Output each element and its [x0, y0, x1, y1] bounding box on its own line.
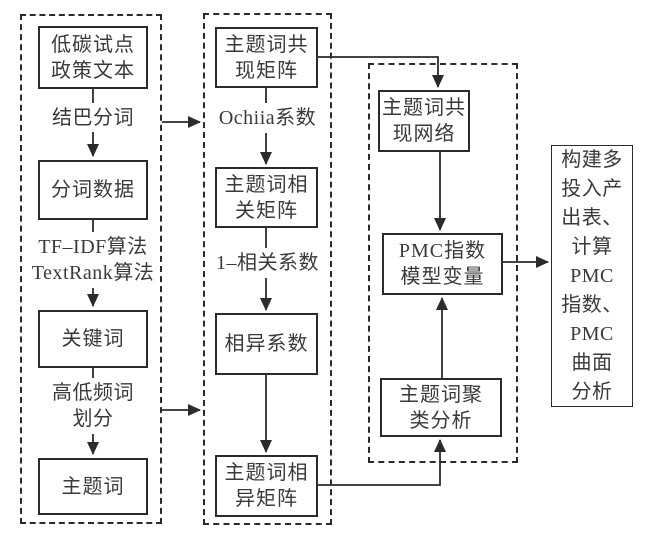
- box-keywords: 关键词: [38, 310, 148, 368]
- box-correlation-matrix: 主题词相 关矩阵: [215, 167, 318, 228]
- arrow-cooccurmatrix-to-network: [318, 56, 444, 88]
- group-text-processing: [20, 14, 162, 524]
- label-ochiia-coefficient: Ochiia系数: [218, 107, 317, 129]
- box-topic-words: 主题词: [38, 458, 148, 515]
- box-segmented-data: 分词数据: [38, 160, 148, 220]
- box-cooccurrence-matrix: 主题词共 现矩阵: [215, 27, 318, 88]
- box-cooccurrence-network: 主题词共 现网络: [378, 90, 470, 152]
- box-dissimilarity-coefficient: 相异系数: [215, 313, 318, 375]
- group-matrix-computation: [203, 13, 332, 525]
- label-jieba-segmentation: 结巴分词: [52, 107, 134, 129]
- box-policy-text: 低碳试点 政策文本: [38, 26, 148, 89]
- box-dissimilarity-matrix: 主题词相 异矩阵: [215, 455, 318, 517]
- box-output: 构建多 投入产 出表、 计算 PMC 指数、 PMC 曲面 分析: [551, 145, 633, 407]
- box-cluster-analysis: 主题词聚 类分析: [380, 378, 502, 437]
- box-pmc-variables: PMC指数 模型变量: [382, 233, 503, 295]
- arrow-dissimmatrix-to-cluster: [318, 439, 446, 486]
- group-pmc-modeling: [368, 63, 518, 463]
- label-freq-division: 高低频词 划分: [52, 382, 134, 430]
- label-one-minus-correlation: 1–相关系数: [216, 252, 319, 274]
- label-tfidf-textrank: TF–IDF算法 TextRank算法: [31, 236, 155, 284]
